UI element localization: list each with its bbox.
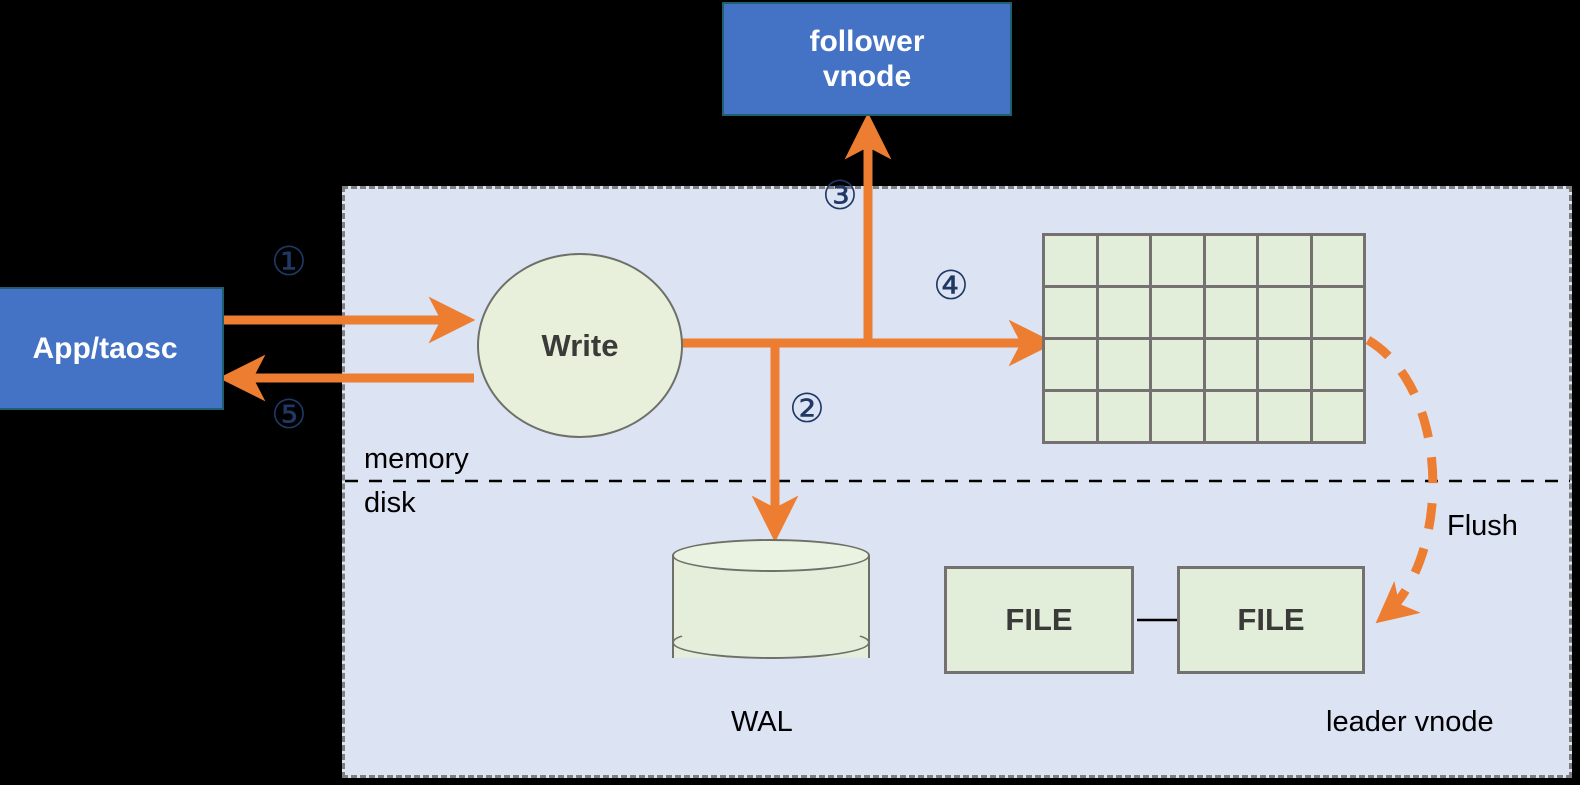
file-box-1[interactable]: FILE (944, 566, 1134, 674)
follower-vnode-label-line1: follower (809, 24, 925, 58)
memtable-cell (1098, 236, 1149, 285)
memtable-cell (1259, 340, 1310, 389)
memtable-cell (1312, 236, 1363, 285)
follower-vnode-label-line2: vnode (822, 60, 912, 93)
memtable-cell (1259, 236, 1310, 285)
flush-label: Flush (1447, 510, 1518, 542)
memtable-cell (1045, 236, 1096, 285)
wal-label: WAL (731, 706, 793, 738)
memtable-cell (1259, 288, 1310, 337)
memtable-cell (1205, 340, 1256, 389)
memtable-cell (1045, 288, 1096, 337)
wal-cylinder-top (672, 539, 870, 572)
file-box-1-label: FILE (1005, 602, 1073, 637)
step-number-3: ③ (822, 173, 858, 219)
memtable-cell (1312, 288, 1363, 337)
file-box-2-label: FILE (1237, 602, 1305, 637)
memtable-cell (1312, 340, 1363, 389)
write-node-label: Write (541, 327, 619, 363)
app-taosc-label: App/taosc (32, 331, 178, 365)
step-number-1: ① (271, 239, 307, 285)
disk-label: disk (364, 487, 416, 519)
memtable-cell (1152, 236, 1203, 285)
app-taosc-box[interactable]: App/taosc (0, 287, 224, 410)
leader-vnode-label: leader vnode (1326, 706, 1494, 738)
memtable-cell (1098, 392, 1149, 441)
memtable-cell (1152, 340, 1203, 389)
memtable-cell (1205, 392, 1256, 441)
memtable-cell (1152, 392, 1203, 441)
wal-cylinder-bottom (672, 626, 870, 659)
step-number-4: ④ (933, 263, 969, 309)
wal-cylinder[interactable] (672, 539, 870, 674)
memtable-cell (1205, 288, 1256, 337)
memtable-cell (1098, 340, 1149, 389)
memtable-cell (1205, 236, 1256, 285)
file-box-2[interactable]: FILE (1177, 566, 1365, 674)
memory-label: memory (364, 443, 469, 475)
memtable-cell (1098, 288, 1149, 337)
step-number-2: ② (789, 386, 825, 432)
follower-vnode-box[interactable]: follower vnode (722, 2, 1012, 116)
memtable-cell (1045, 392, 1096, 441)
arrow-flush (1365, 336, 1438, 624)
memtable-cell (1045, 340, 1096, 389)
write-node[interactable]: Write (477, 253, 683, 438)
memtable-cell (1312, 392, 1363, 441)
memtable-grid[interactable] (1042, 233, 1366, 444)
memtable-cell (1259, 392, 1310, 441)
step-number-5: ⑤ (271, 392, 307, 438)
memtable-cell (1152, 288, 1203, 337)
